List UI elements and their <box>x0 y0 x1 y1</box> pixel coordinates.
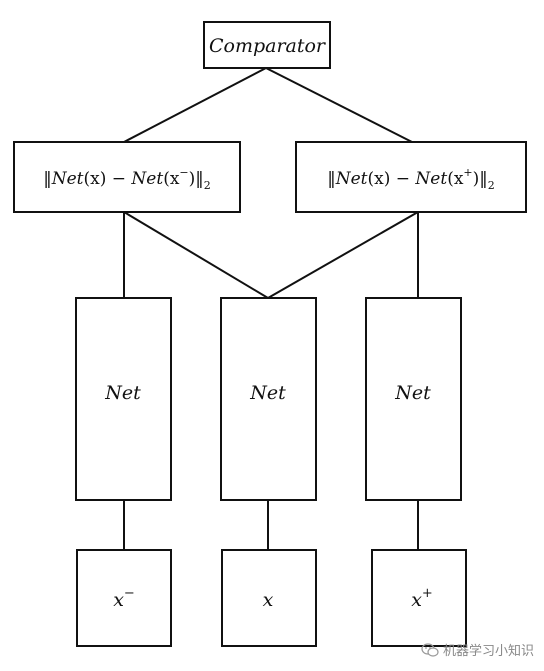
input-node-positive: x+ <box>371 549 467 647</box>
net-node-positive: Net <box>365 297 462 501</box>
input-label-positive: x+ <box>411 586 433 611</box>
comparator-label: Comparator <box>209 35 327 57</box>
input-label-negative: x− <box>113 586 135 611</box>
distance-label-positive: ‖Net(x) − Net(x+)‖2 <box>327 166 495 192</box>
comparator-node: Comparator <box>203 21 331 69</box>
net-label-anchor: Net <box>249 382 286 404</box>
distance-label-negative: ‖Net(x) − Net(x−)‖2 <box>43 166 211 192</box>
net-label-positive: Net <box>394 382 431 404</box>
watermark: 机器学习小知识 <box>421 640 534 659</box>
edge-right-dist-anchor-net <box>267 211 419 299</box>
input-node-negative: x− <box>76 549 172 647</box>
distance-node-negative: ‖Net(x) − Net(x−)‖2 <box>13 141 241 213</box>
edge-left-dist-anchor-net <box>123 211 269 299</box>
net-label-negative: Net <box>104 382 141 404</box>
input-label-anchor: x <box>263 589 274 611</box>
distance-node-positive: ‖Net(x) − Net(x+)‖2 <box>295 141 527 213</box>
edge-comparator-left <box>123 67 267 143</box>
net-node-negative: Net <box>75 297 172 501</box>
edge-comparator-right <box>265 67 413 143</box>
input-node-anchor: x <box>221 549 317 647</box>
wechat-logo-icon <box>421 642 439 657</box>
net-node-anchor: Net <box>220 297 317 501</box>
watermark-text: 机器学习小知识 <box>442 644 534 659</box>
